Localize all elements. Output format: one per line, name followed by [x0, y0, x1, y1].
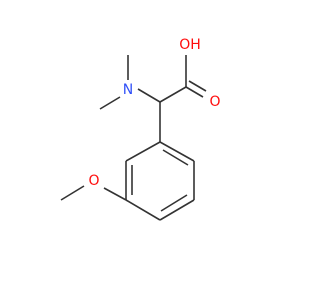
- bond-ring-ether: [103, 187, 127, 201]
- ring-bond-6: [125, 141, 161, 162]
- bond-alpha-nitrogen: [137, 88, 161, 103]
- bond-carbonyl-a: [185, 86, 204, 98]
- ring-bond-3: [159, 199, 195, 221]
- bond-nitrogen-methyl-left: [99, 96, 121, 110]
- amine-nitrogen-label: N: [123, 82, 133, 98]
- carbonyl-oxygen-label: O: [209, 94, 220, 110]
- ring-bond-4: [125, 199, 161, 221]
- ring-double-2: [160, 194, 188, 212]
- ether-oxygen-label: O: [88, 173, 99, 189]
- molecule-structure: OH O N O: [60, 37, 221, 221]
- hydroxyl-oxygen-label: OH: [179, 37, 201, 53]
- bond-ether-methyl: [60, 185, 85, 201]
- ring-bond-1: [159, 141, 195, 162]
- bond-alpha-carboxyl: [159, 86, 187, 103]
- bond-carbonyl-b: [188, 80, 207, 92]
- ring-double-1: [162, 149, 189, 166]
